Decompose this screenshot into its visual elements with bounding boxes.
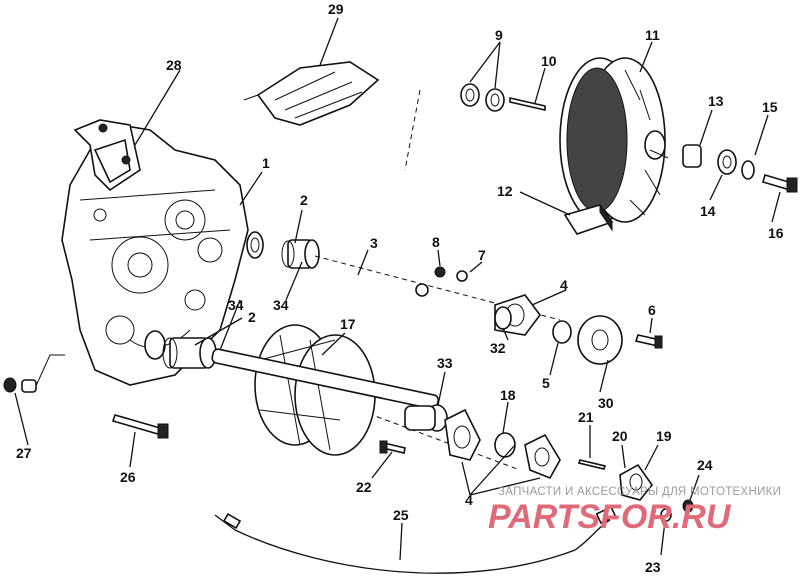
shim-washer-part bbox=[460, 83, 480, 107]
callout-26: 26 bbox=[120, 469, 136, 485]
callout-34: 34 bbox=[273, 297, 289, 313]
callout-22: 22 bbox=[356, 479, 372, 495]
callout-24: 24 bbox=[697, 457, 713, 473]
callout-20: 20 bbox=[612, 428, 628, 444]
callout-18: 18 bbox=[500, 387, 516, 403]
callout-16: 16 bbox=[768, 225, 784, 241]
callout-34: 34 bbox=[228, 297, 244, 313]
bearing-housing-part bbox=[444, 408, 481, 461]
callout-19: 19 bbox=[656, 428, 672, 444]
leader-lines bbox=[14, 17, 781, 561]
callout-4: 4 bbox=[465, 492, 473, 508]
callout-1: 1 bbox=[262, 155, 270, 171]
spacer-part bbox=[552, 320, 572, 344]
washer-part bbox=[717, 149, 737, 175]
bearing-housing-part bbox=[524, 433, 561, 480]
bearing-part bbox=[281, 239, 320, 269]
callout-7: 7 bbox=[478, 247, 486, 263]
bearing-part bbox=[162, 337, 217, 369]
callout-28: 28 bbox=[166, 57, 182, 73]
callout-3: 3 bbox=[370, 235, 378, 251]
callout-23: 23 bbox=[645, 559, 661, 575]
callout-12: 12 bbox=[497, 183, 513, 199]
screw-part bbox=[379, 440, 406, 454]
pin-part bbox=[509, 96, 546, 112]
shim-washer-part bbox=[485, 88, 505, 112]
callout-10: 10 bbox=[541, 53, 557, 69]
nut-part bbox=[682, 499, 694, 513]
seal-part bbox=[246, 231, 264, 259]
callout-6: 6 bbox=[648, 302, 656, 318]
callout-14: 14 bbox=[700, 203, 716, 219]
callout-5: 5 bbox=[542, 375, 550, 391]
watermark-caption: ЗАПЧАСТИ И АКСЕССУАРЫ ДЛЯ МОТОТЕХНИКИ bbox=[498, 486, 781, 498]
seal-part bbox=[144, 330, 166, 360]
nut-part bbox=[434, 266, 446, 278]
lock-washer-part bbox=[741, 160, 755, 180]
gasket-part bbox=[577, 315, 623, 365]
drive-belt-part bbox=[243, 61, 380, 126]
callout-2: 2 bbox=[300, 192, 308, 208]
callout-29: 29 bbox=[328, 1, 344, 17]
watermark: ЗАПЧАСТИ И АКСЕССУАРЫ ДЛЯ МОТОТЕХНИКИ PA… bbox=[488, 486, 781, 536]
washer-part bbox=[456, 270, 468, 282]
callout-4: 4 bbox=[560, 277, 568, 293]
callout-8: 8 bbox=[432, 234, 440, 250]
long-bolt-part bbox=[111, 414, 169, 439]
screw-part bbox=[634, 334, 663, 349]
bushing-part bbox=[682, 144, 702, 168]
callout-33: 33 bbox=[437, 355, 453, 371]
callout-17: 17 bbox=[340, 316, 356, 332]
callout-15: 15 bbox=[762, 99, 778, 115]
fitting-part bbox=[3, 377, 37, 393]
pin-part bbox=[577, 459, 607, 470]
callout-32: 32 bbox=[490, 340, 506, 356]
mount-bracket-part bbox=[73, 119, 141, 192]
watermark-brand: PARTSFOR.RU bbox=[488, 498, 732, 536]
crankcase-part bbox=[61, 124, 249, 386]
cap-part bbox=[619, 463, 653, 501]
callout-27: 27 bbox=[16, 445, 32, 461]
key-part bbox=[563, 203, 614, 235]
callout-13: 13 bbox=[708, 93, 724, 109]
callout-30: 30 bbox=[598, 395, 614, 411]
bushing-part bbox=[494, 306, 512, 330]
impeller-part bbox=[211, 324, 440, 456]
roller-part bbox=[415, 283, 429, 297]
callout-2: 2 bbox=[248, 309, 256, 325]
fan-pulley-part bbox=[559, 57, 669, 223]
callout-25: 25 bbox=[393, 507, 409, 523]
bearing-part bbox=[494, 432, 516, 458]
bolt-part bbox=[762, 174, 798, 193]
callout-11: 11 bbox=[645, 27, 660, 43]
callout-21: 21 bbox=[578, 409, 594, 425]
speedometer-cable-part bbox=[214, 506, 617, 574]
callout-9: 9 bbox=[495, 27, 503, 43]
callout-labels: 1 2 2 3 4 4 5 6 7 8 9 10 11 12 13 14 15 … bbox=[16, 1, 784, 575]
nut-part bbox=[660, 508, 672, 522]
